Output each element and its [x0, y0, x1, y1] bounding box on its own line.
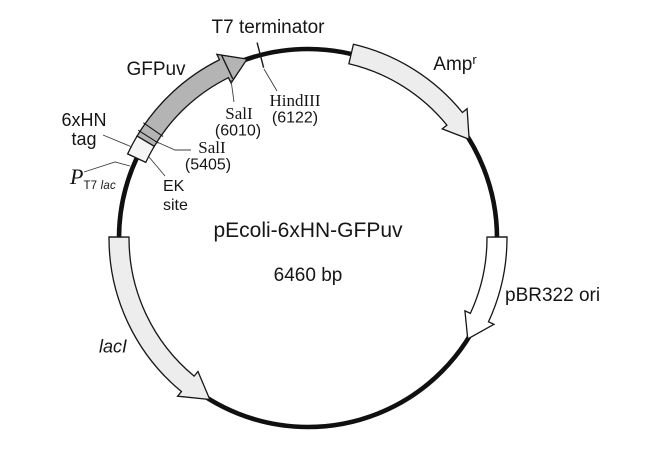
gfpuv-feature-arrow [136, 53, 249, 148]
6xhn-tag-label-line2: tag [71, 129, 97, 149]
gfpuv-label: GFPuv [126, 59, 186, 81]
amp-label-superscript: r [472, 52, 477, 68]
hindiii-6122-position-label: (6122) [271, 109, 319, 127]
ek-site-label-line1: EK [163, 178, 185, 195]
p-t7lac-label: PT7 lac [70, 165, 116, 192]
6xhn-tag-label-line1: 6xHN [61, 110, 107, 130]
amp-r-feature-arrow [348, 43, 470, 141]
pointer-sali-5405 [156, 141, 191, 151]
plasmid-title: pEcoli-6xHN-GFPuv [213, 218, 403, 242]
pbr322-ori-label: pBR322 ori [505, 285, 601, 307]
6xhn-tag-feature-box [126, 135, 156, 164]
pointer-p-t7lac [83, 161, 131, 173]
hindiii-6122-enzyme-label: HindIII [269, 91, 321, 111]
sali-6010-tick [221, 55, 234, 80]
sali-5405-tick-a [137, 129, 159, 144]
ek-site-label: EK site [163, 177, 188, 215]
amp-label-base: Amp [433, 54, 473, 76]
laci-label: lacI [98, 336, 128, 357]
lacI-feature-arrow [108, 236, 211, 401]
hindiii-6122-tick [256, 42, 265, 68]
p-t7lac-label-sub-t7: T7 [83, 180, 101, 192]
p-t7lac-label-p: P [70, 164, 84, 189]
sali-6010-position-label: (6010) [214, 122, 262, 140]
pbr322-ori-feature-arrow [464, 236, 508, 341]
sali-6010-enzyme-label: SalI [225, 104, 253, 124]
pointer-sali-6010 [230, 79, 235, 103]
pointer-hindiii-6122 [263, 68, 278, 92]
pointer-6xhn-tag [102, 134, 133, 148]
plasmid-size: 6460 bp [273, 265, 343, 287]
amp-r-label: Ampr [433, 52, 477, 76]
6xhn-tag-label: 6xHN tag [61, 111, 106, 149]
sali-5405-tick-b [143, 122, 164, 137]
sali-5405-position-label: (5405) [184, 156, 232, 174]
t7-terminator-label: T7 terminator [211, 17, 325, 39]
p-t7lac-label-sub-lac: lac [100, 180, 116, 192]
sali-5405-enzyme-label: SalI [198, 138, 226, 158]
pointer-ek-site [148, 156, 166, 177]
ek-site-label-line2: site [163, 197, 188, 214]
